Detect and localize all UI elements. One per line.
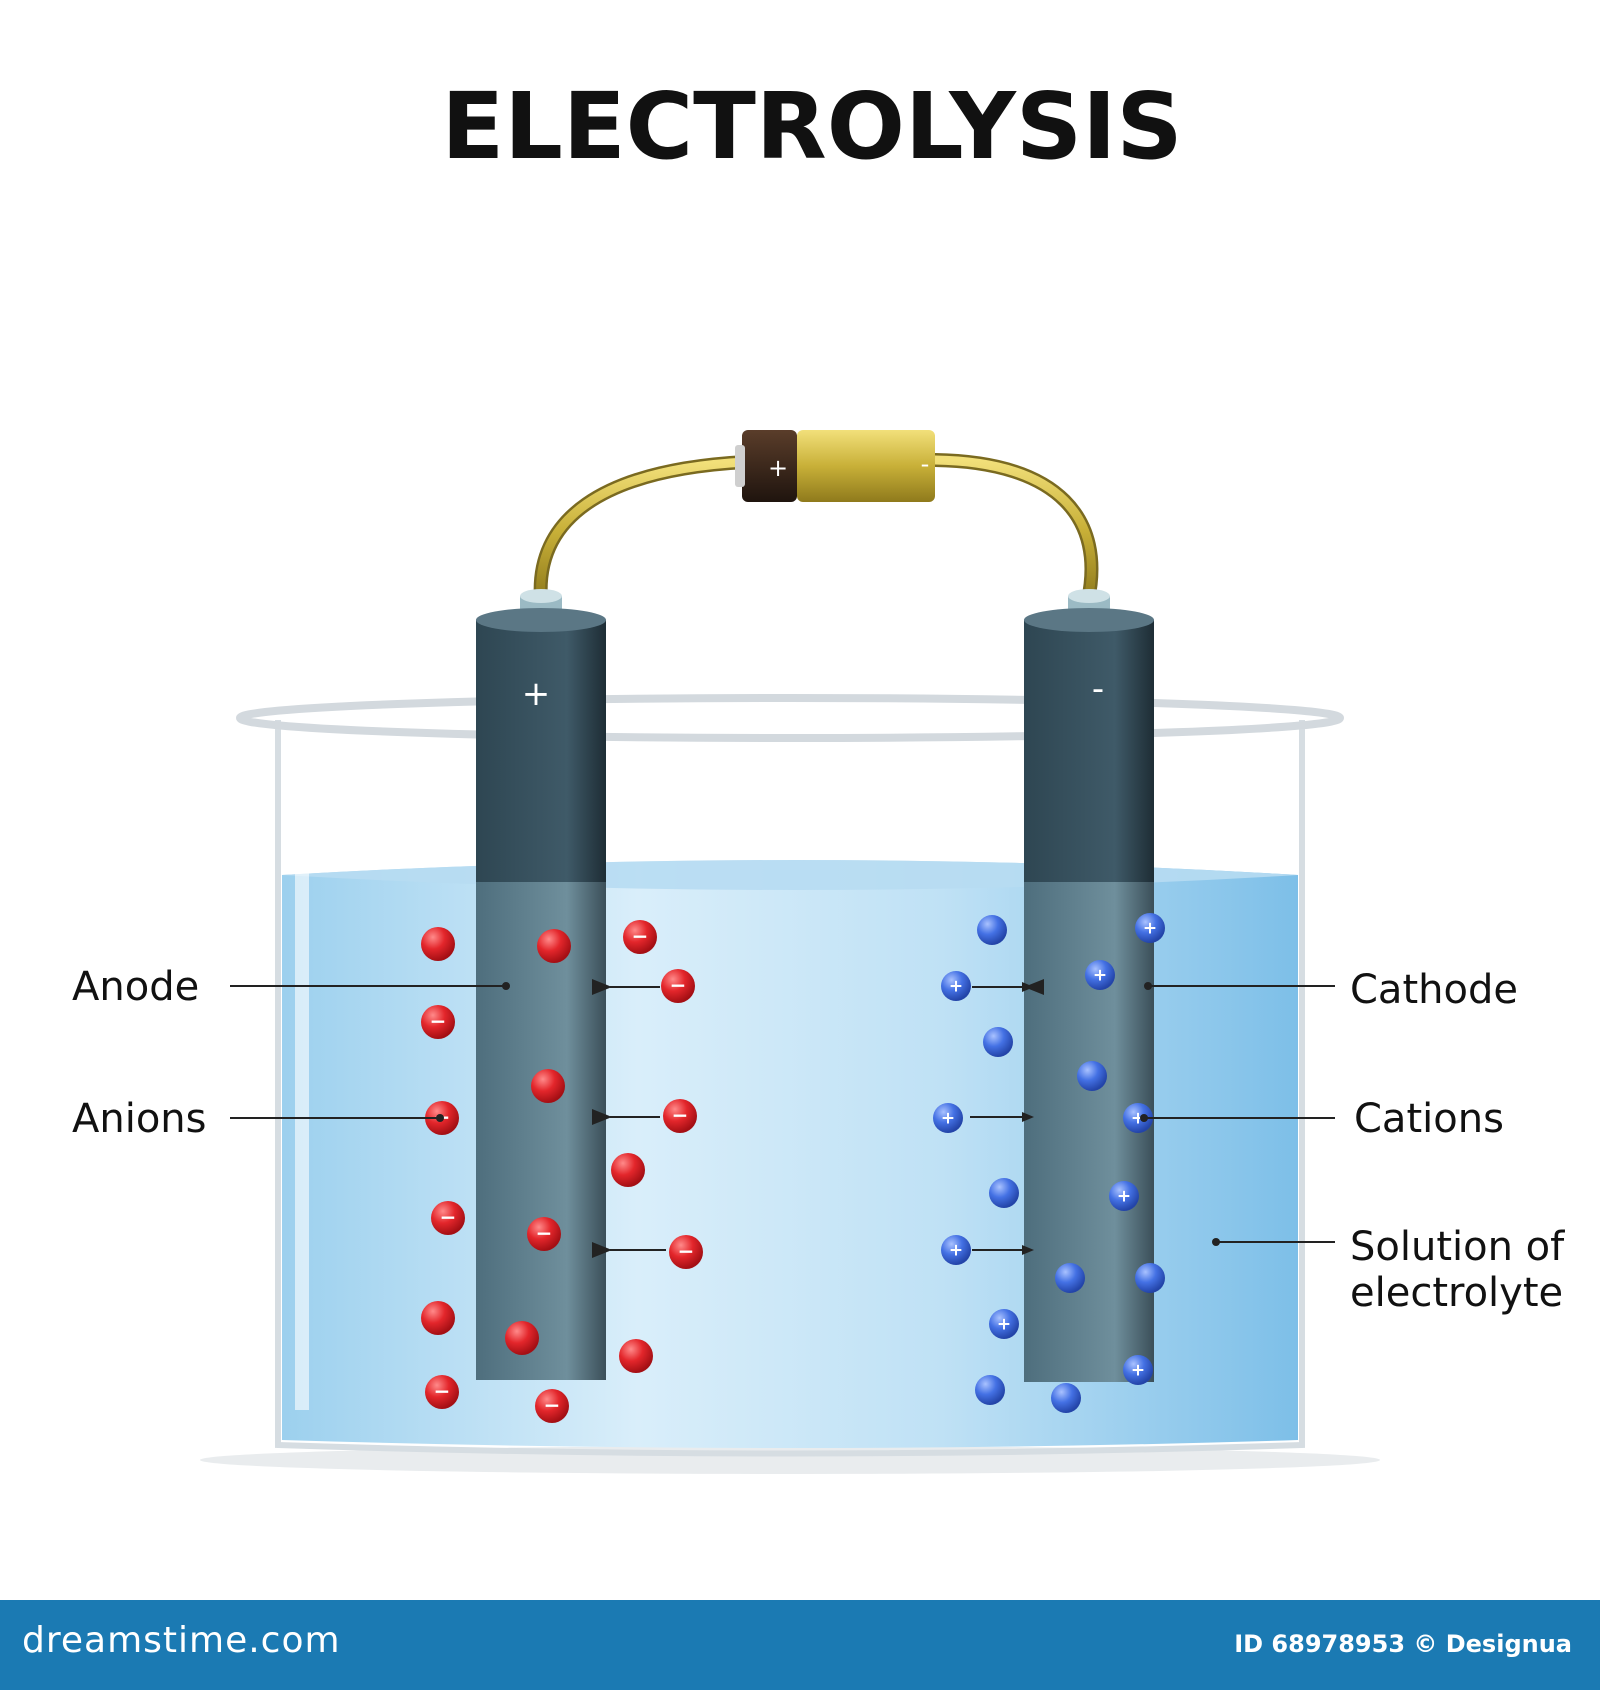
cation: +: [989, 1309, 1019, 1339]
cation-sign: +: [1143, 918, 1157, 938]
cation: +: [1085, 960, 1115, 990]
anion: −: [661, 969, 695, 1003]
cation: [1135, 1263, 1165, 1293]
anion: [421, 927, 455, 961]
cations-label: Cations: [1354, 1096, 1504, 1142]
battery: + -: [735, 430, 935, 502]
anion: −: [421, 1005, 455, 1039]
solution-callout-dot: [1212, 1238, 1220, 1246]
callout-lines: [230, 982, 1335, 1246]
wire-cathode-core: [930, 455, 1096, 605]
cations-callout-dot: [1140, 1114, 1148, 1122]
anion-sign: −: [670, 973, 687, 997]
anion: −: [669, 1235, 703, 1269]
cation: +: [1123, 1103, 1153, 1133]
anion-sign: −: [678, 1239, 695, 1263]
cation: +: [941, 971, 971, 1001]
anion: [505, 1321, 539, 1355]
cathode-callout-dot: [1144, 982, 1152, 990]
cation: [977, 915, 1007, 945]
cation-movement-arrows: [970, 979, 1044, 1255]
beaker-glass-highlight: [295, 760, 309, 1410]
battery-positive-sign: +: [768, 454, 788, 482]
anion: −: [431, 1201, 465, 1235]
anion-sign: −: [440, 1205, 457, 1229]
anode-callout-dot: [502, 982, 510, 990]
wire-cathode: [928, 453, 1099, 607]
cation-sign: +: [1131, 1360, 1145, 1380]
cation: [983, 1027, 1013, 1057]
anode-label: Anode: [72, 964, 199, 1010]
solution-label-line2: electrolyte: [1350, 1270, 1563, 1316]
anion-movement-arrows: [592, 979, 666, 1258]
cation-arrow-head: [1022, 1112, 1034, 1122]
anion: [537, 929, 571, 963]
cation-arrow-head: [1022, 1245, 1034, 1255]
battery-negative-sign: -: [921, 450, 930, 478]
cation-sign: +: [941, 1108, 955, 1128]
anode-electrode: +: [476, 589, 606, 1380]
wire-anode-core: [536, 457, 750, 605]
cation-arrow-head: [1022, 982, 1034, 992]
cation-sign: +: [997, 1314, 1011, 1334]
cation: +: [933, 1103, 963, 1133]
cation-sign: +: [1093, 965, 1107, 985]
cathode-label: Cathode: [1350, 967, 1518, 1013]
anion-sign: −: [536, 1221, 553, 1245]
cathode-terminal-sign: -: [1092, 669, 1104, 709]
cathode-electrode: -: [1024, 589, 1154, 1382]
anion-sign: −: [672, 1103, 689, 1127]
cation: +: [941, 1235, 971, 1265]
anion-sign: −: [544, 1393, 561, 1417]
anion: [531, 1069, 565, 1103]
cation: [975, 1375, 1005, 1405]
anode-terminal-sign: +: [522, 674, 551, 714]
cation: [1055, 1263, 1085, 1293]
footer-bar: dreamstime.com ID 68978953 © Designua: [0, 1600, 1600, 1690]
anion: −: [535, 1389, 569, 1423]
anion: −: [425, 1375, 459, 1409]
anion: [619, 1339, 653, 1373]
anion: −: [663, 1099, 697, 1133]
anion: [611, 1153, 645, 1187]
cation-sign: +: [1131, 1108, 1145, 1128]
beaker-rim: [236, 694, 1344, 742]
anion-sign: −: [430, 1009, 447, 1033]
solution-label-line1: Solution of: [1350, 1224, 1565, 1270]
cation: +: [1123, 1355, 1153, 1385]
footer-site-name: dreamstime.com: [22, 1620, 341, 1661]
cation-sign: +: [949, 976, 963, 996]
beaker-glass: [275, 720, 1305, 1457]
cation-sign: +: [949, 1240, 963, 1260]
cation: [1051, 1383, 1081, 1413]
cation: +: [1135, 913, 1165, 943]
diagram-title: ELECTROLYSIS: [441, 73, 1182, 180]
cation: [1077, 1061, 1107, 1091]
anion-sign: −: [434, 1379, 451, 1403]
wire-anode: [533, 455, 752, 607]
anion: [421, 1301, 455, 1335]
anion: −: [623, 920, 657, 954]
cation: [989, 1178, 1019, 1208]
footer-credit: ID 68978953 © Designua: [1234, 1630, 1572, 1658]
anions-label: Anions: [72, 1096, 207, 1142]
ions-layer: −−−−−−−−−−+++++++++: [421, 913, 1165, 1423]
anions-callout-dot: [436, 1114, 444, 1122]
anion: −: [527, 1217, 561, 1251]
anion-sign: −: [632, 924, 649, 948]
cation: +: [1109, 1181, 1139, 1211]
cation-sign: +: [1117, 1186, 1131, 1206]
